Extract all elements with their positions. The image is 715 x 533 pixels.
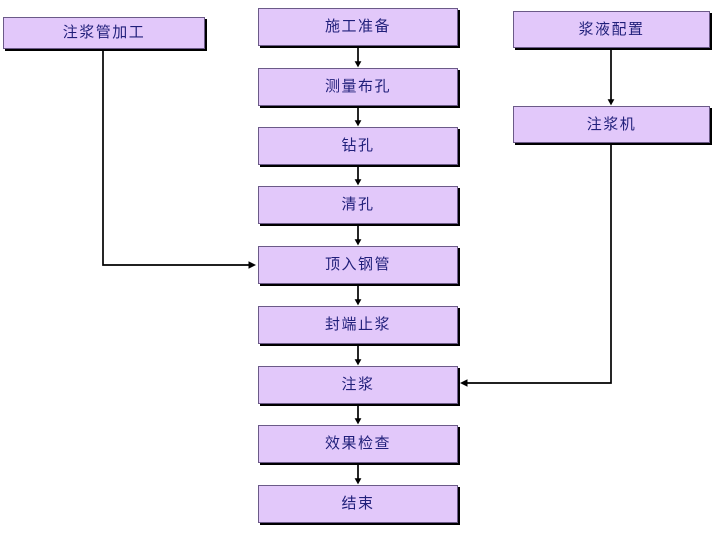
node-zhujiangguan-jiagong[interactable]: 注浆管加工 xyxy=(3,17,205,49)
node-celiang-bukong[interactable]: 测量布孔 xyxy=(258,68,458,106)
node-label: 钻孔 xyxy=(341,136,375,154)
node-jiangye-peizhi[interactable]: 浆液配置 xyxy=(513,11,710,48)
node-label: 封端止浆 xyxy=(324,315,391,333)
node-label: 注浆管加工 xyxy=(62,23,146,41)
node-zhujiang[interactable]: 注浆 xyxy=(258,366,458,404)
node-label: 浆液配置 xyxy=(578,19,645,38)
node-shigong-zhunbei[interactable]: 施工准备 xyxy=(258,8,458,46)
node-dingru-gangguan[interactable]: 顶入钢管 xyxy=(258,246,458,284)
node-label: 清孔 xyxy=(341,195,375,213)
node-label: 效果检查 xyxy=(324,434,391,452)
edge-zhujiangguan-dingru xyxy=(102,49,256,269)
node-label: 顶入钢管 xyxy=(324,255,391,273)
node-zhujiangji[interactable]: 注浆机 xyxy=(513,106,710,143)
node-label: 施工准备 xyxy=(324,17,391,35)
node-qingkong[interactable]: 清孔 xyxy=(258,186,458,224)
node-xiaoguo-jiancha[interactable]: 效果检查 xyxy=(258,425,458,463)
edge-zhujiangji-zhujiang xyxy=(460,143,612,387)
node-label: 测量布孔 xyxy=(324,77,391,95)
node-label: 注浆机 xyxy=(586,114,637,133)
node-jieshu[interactable]: 结束 xyxy=(258,485,458,523)
node-label: 注浆 xyxy=(341,375,375,393)
node-fengduan-zhijiang[interactable]: 封端止浆 xyxy=(258,306,458,344)
node-label: 结束 xyxy=(341,494,375,512)
node-zuankong[interactable]: 钻孔 xyxy=(258,127,458,165)
